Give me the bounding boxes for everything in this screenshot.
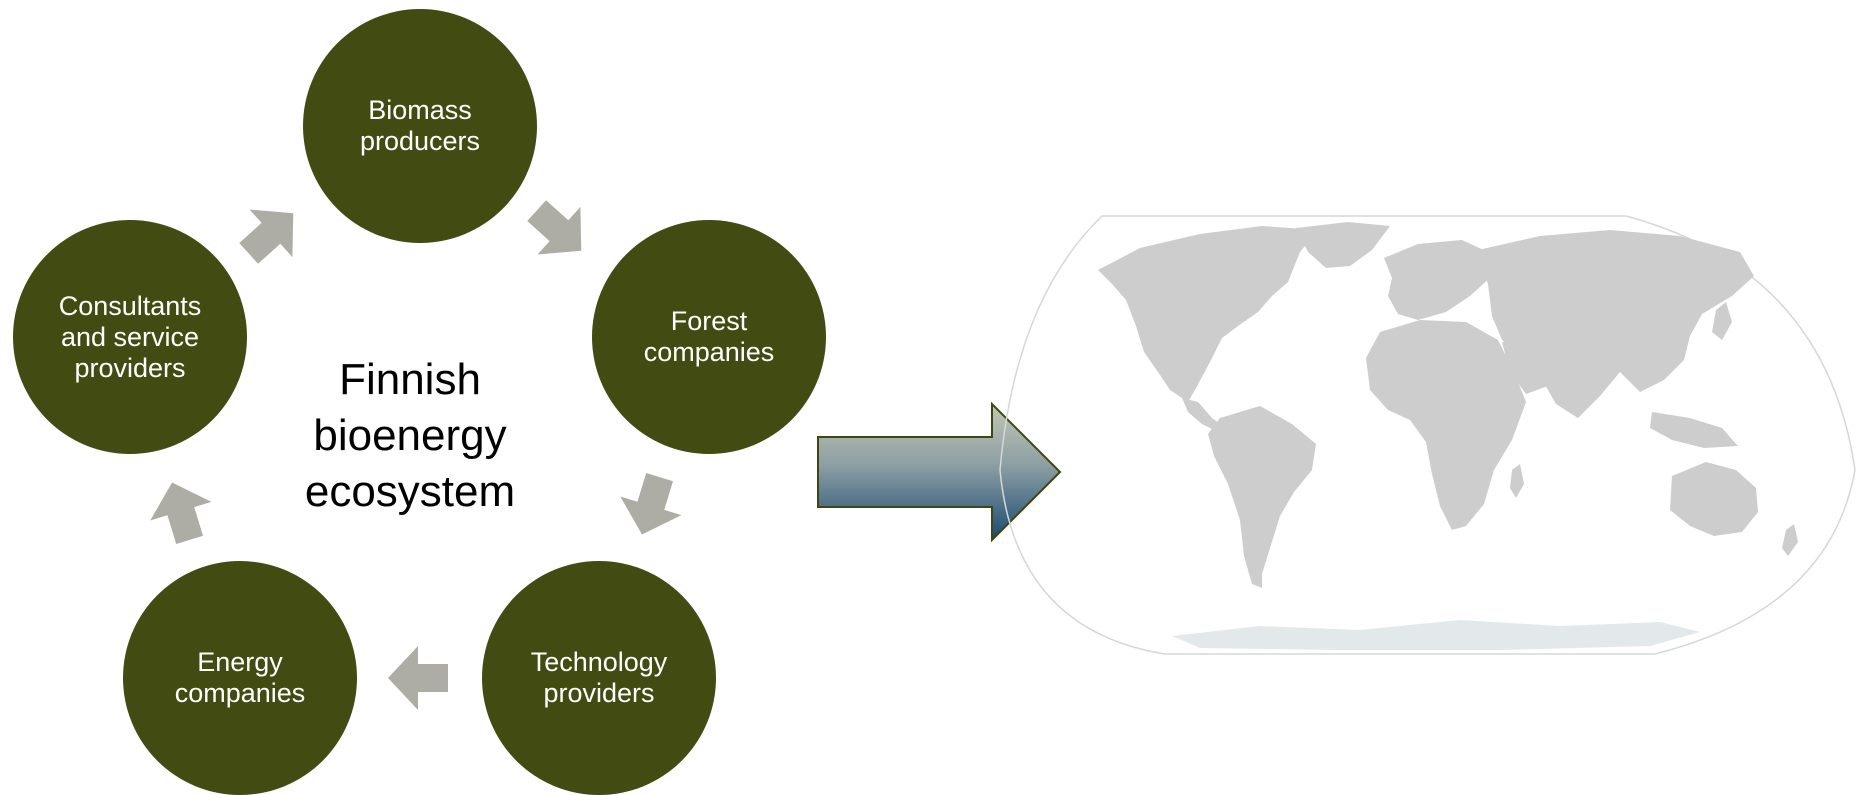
export-arrow-icon [817,401,1062,543]
map-antarctica [1172,620,1700,650]
map-se-asia [1650,412,1738,448]
world-map-icon [999,215,1856,655]
cycle-arrow-consultants-to-biomass [239,209,294,264]
map-japan [1712,302,1732,340]
node-forest-companies-label: Forest companies [643,306,775,367]
node-forest-companies: Forest companies [592,220,826,454]
cycle-arrow-energy-to-consultants [150,482,212,544]
node-technology-providers-label: Technology providers [530,647,668,708]
node-consultants-label: Consultants and service providers [58,290,202,383]
cycle-arrow-biomass-to-forest [527,200,582,255]
node-biomass-producers-label: Biomass producers [359,95,481,156]
cycle-arrow-forest-to-technology [620,473,682,535]
map-central-america [1182,398,1226,432]
node-biomass-producers: Biomass producers [303,9,537,243]
map-arabia [1502,342,1556,394]
map-new-zealand [1782,524,1798,556]
map-europe [1384,240,1492,320]
map-australia [1670,462,1758,536]
ecosystem-title: Finnish bioenergy ecosystem [304,355,516,516]
cycle-arrow-technology-to-energy [388,646,448,710]
node-technology-providers: Technology providers [482,561,716,795]
map-africa [1366,320,1526,530]
map-greenland [1296,222,1390,268]
node-energy-companies-label: Energy companies [174,647,306,708]
map-south-america [1208,406,1316,588]
node-consultants: Consultants and service providers [13,220,247,454]
node-energy-companies: Energy companies [123,561,357,795]
map-madagascar [1510,464,1524,498]
map-north-america [1098,226,1318,402]
